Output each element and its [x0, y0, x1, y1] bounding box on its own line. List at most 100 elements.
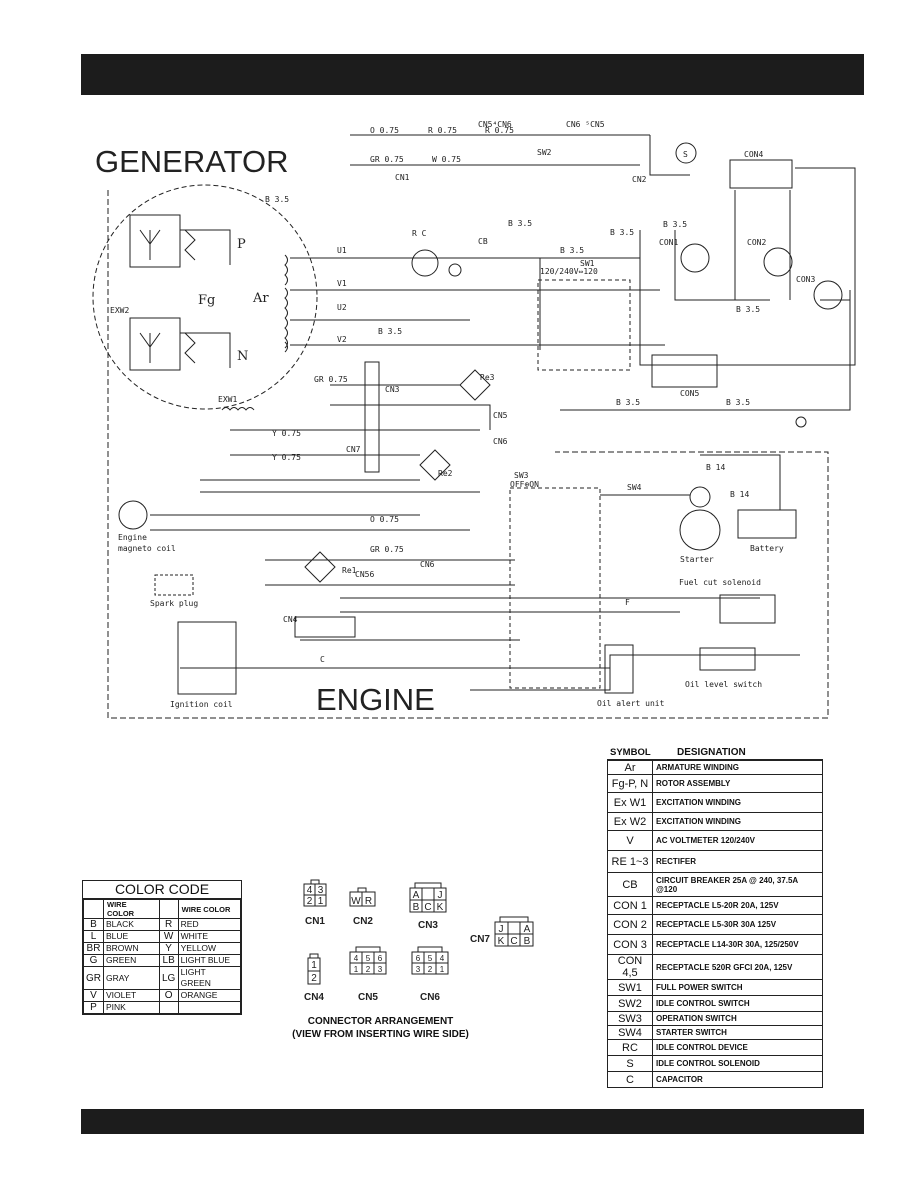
svg-text:3: 3	[416, 965, 421, 974]
rc-circle	[411, 249, 439, 277]
sw3-box	[509, 487, 601, 689]
engine-frame	[107, 190, 829, 719]
wire-gr075-mid: GR 0.75	[314, 375, 348, 384]
wire-b35-e: B 3.5	[663, 220, 687, 229]
label-exw1: EXW1	[218, 395, 237, 404]
svg-text:J: J	[438, 890, 443, 901]
wire-b35-h: B 3.5	[726, 398, 750, 407]
label-rc: R C	[412, 229, 427, 238]
label-con3: CON3	[796, 275, 815, 284]
wire-o075-b: O 0.75	[370, 515, 399, 524]
voltmeter-circle	[448, 263, 462, 277]
label-ar: Ar	[252, 291, 269, 306]
oil-level-box	[699, 647, 756, 671]
color-code-header-left: WIRE COLOR	[103, 899, 160, 919]
con5-box	[651, 354, 718, 388]
svg-text:1: 1	[318, 896, 324, 907]
cn3-label: CN3	[418, 920, 438, 931]
svg-text:K: K	[437, 902, 444, 913]
cn3-strip	[364, 361, 380, 473]
label-oil-alert: Oil alert unit	[597, 699, 665, 708]
rotor-bridge-n	[129, 317, 181, 371]
con3-circle	[813, 280, 843, 310]
svg-text:R: R	[365, 896, 372, 907]
rotor-circle	[92, 184, 318, 410]
label-battery: Battery	[750, 544, 784, 553]
svg-text:C: C	[510, 936, 517, 947]
re2-diamond	[419, 449, 451, 481]
label-re2: Re2	[438, 469, 453, 478]
starter-circle	[679, 509, 721, 551]
svg-text:A: A	[413, 890, 420, 901]
wire-b14-b: B 14	[730, 490, 749, 499]
svg-text:1: 1	[440, 965, 445, 974]
label-fg: Fg	[198, 293, 215, 308]
label-starter: Starter	[680, 555, 714, 564]
svg-text:W: W	[351, 896, 361, 907]
label-cn65cn5: CN6 ⁵CN5	[566, 120, 605, 129]
label-n: N	[237, 349, 248, 364]
cn5-label: CN5	[358, 992, 378, 1003]
label-cn4-small: CN4	[283, 615, 298, 624]
starter-top-circle	[689, 486, 711, 508]
wire-gr075-b: GR 0.75	[370, 545, 404, 554]
svg-text:1: 1	[311, 960, 317, 971]
wire-b35-d: B 3.5	[560, 246, 584, 255]
label-cn7: CN7	[346, 445, 361, 454]
svg-text:4: 4	[307, 885, 313, 896]
ignition-coil-box	[177, 621, 237, 695]
svg-text:A: A	[524, 924, 531, 935]
wire-b35-b: B 3.5	[508, 219, 532, 228]
wire-b14-a: B 14	[706, 463, 725, 472]
re3-diamond	[459, 369, 491, 401]
sw1-box	[537, 279, 631, 371]
label-re1: Re1	[342, 566, 357, 575]
label-cn6-b: CN6	[420, 560, 435, 569]
label-s: S	[683, 150, 688, 159]
label-v2: V2	[337, 335, 347, 344]
svg-text:2: 2	[307, 896, 313, 907]
svg-text:5: 5	[428, 954, 433, 963]
top-header-bar	[81, 54, 864, 95]
label-cn5: CN5	[493, 411, 508, 420]
label-re3: Re3	[480, 373, 495, 382]
con2-circle	[763, 247, 793, 277]
con4-box	[729, 159, 793, 189]
bottom-footer-bar	[81, 1109, 864, 1134]
wire-gr075-top: GR 0.75	[370, 155, 404, 164]
color-code-header-right: WIRE COLOR	[177, 899, 242, 919]
cn6-label: CN6	[420, 992, 440, 1003]
svg-text:6: 6	[416, 954, 421, 963]
wire-o075: O 0.75	[370, 126, 399, 135]
svg-text:2: 2	[311, 973, 317, 984]
label-cn6: CN6	[493, 437, 508, 446]
label-f: F	[625, 598, 630, 607]
cn4-box	[294, 616, 356, 638]
oil-alert-box	[604, 644, 634, 694]
svg-text:4: 4	[354, 954, 359, 963]
label-c: C	[320, 655, 325, 664]
connector-caption-line1: CONNECTOR ARRANGEMENT	[307, 1016, 454, 1027]
wire-w075: W 0.75	[432, 155, 461, 164]
svg-text:2: 2	[428, 965, 433, 974]
generator-heading: GENERATOR	[95, 144, 289, 179]
cn4-label: CN4	[304, 992, 324, 1003]
